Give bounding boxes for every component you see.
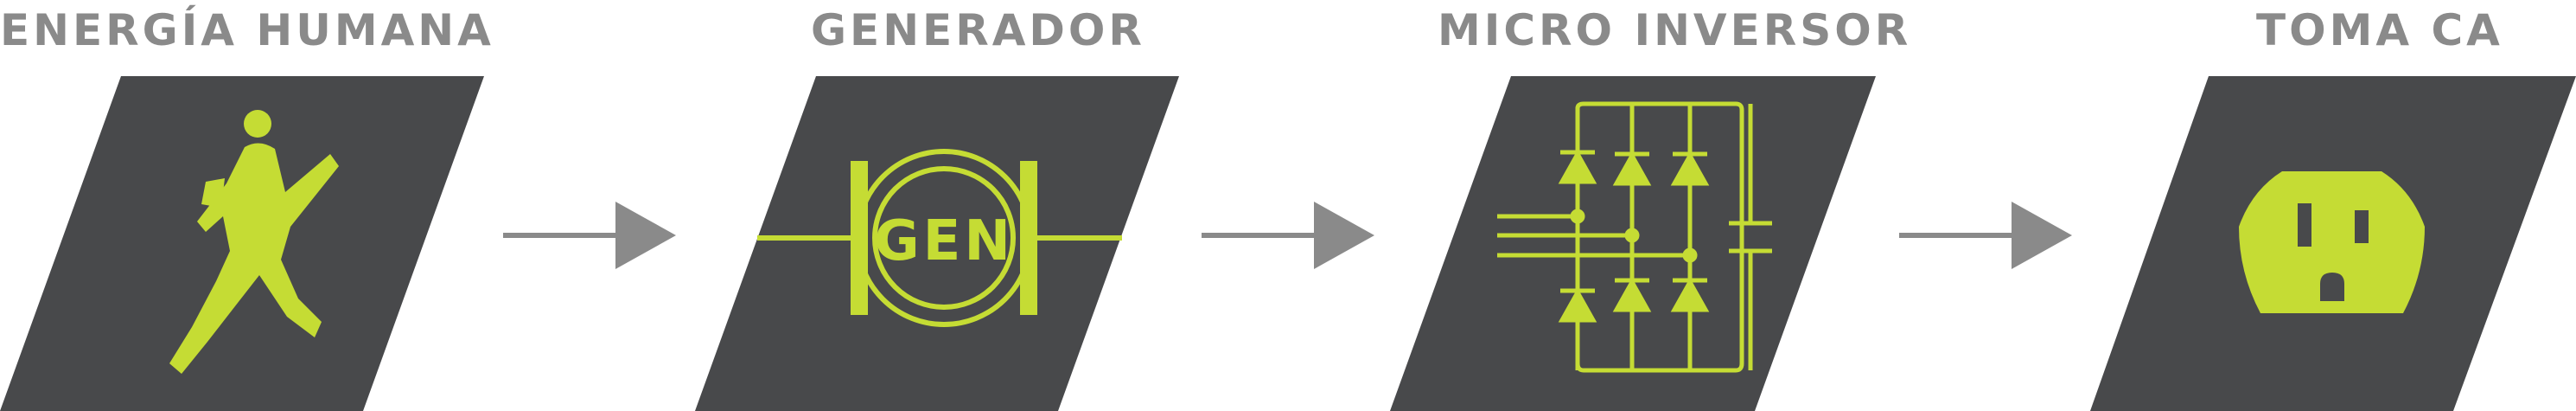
- stage-label-ac-outlet: TOMA CA: [2256, 5, 2503, 55]
- stage-human-energy: [0, 76, 484, 411]
- runner-icon: [169, 110, 339, 375]
- stage-label-generator: GENERADOR: [811, 5, 1145, 55]
- arrow-icon: [503, 202, 676, 269]
- stage-ac-outlet: [2090, 76, 2576, 411]
- arrow-icon: [1899, 202, 2072, 269]
- stage-generator: GEN: [695, 76, 1179, 411]
- ac-outlet-icon: [2239, 171, 2425, 313]
- diode-array-icon: [1558, 149, 1710, 323]
- stage-micro-inverter: [1390, 76, 1876, 411]
- arrow-icon: [1202, 202, 1374, 269]
- panel-generator: [695, 76, 1179, 411]
- generator-symbol-text: GEN: [874, 209, 1014, 273]
- stage-label-human-energy: ENERGÍA HUMANA: [0, 5, 494, 55]
- stage-label-micro-inverter: MICRO INVERSOR: [1438, 5, 1912, 55]
- generator-icon: GEN: [757, 149, 1122, 327]
